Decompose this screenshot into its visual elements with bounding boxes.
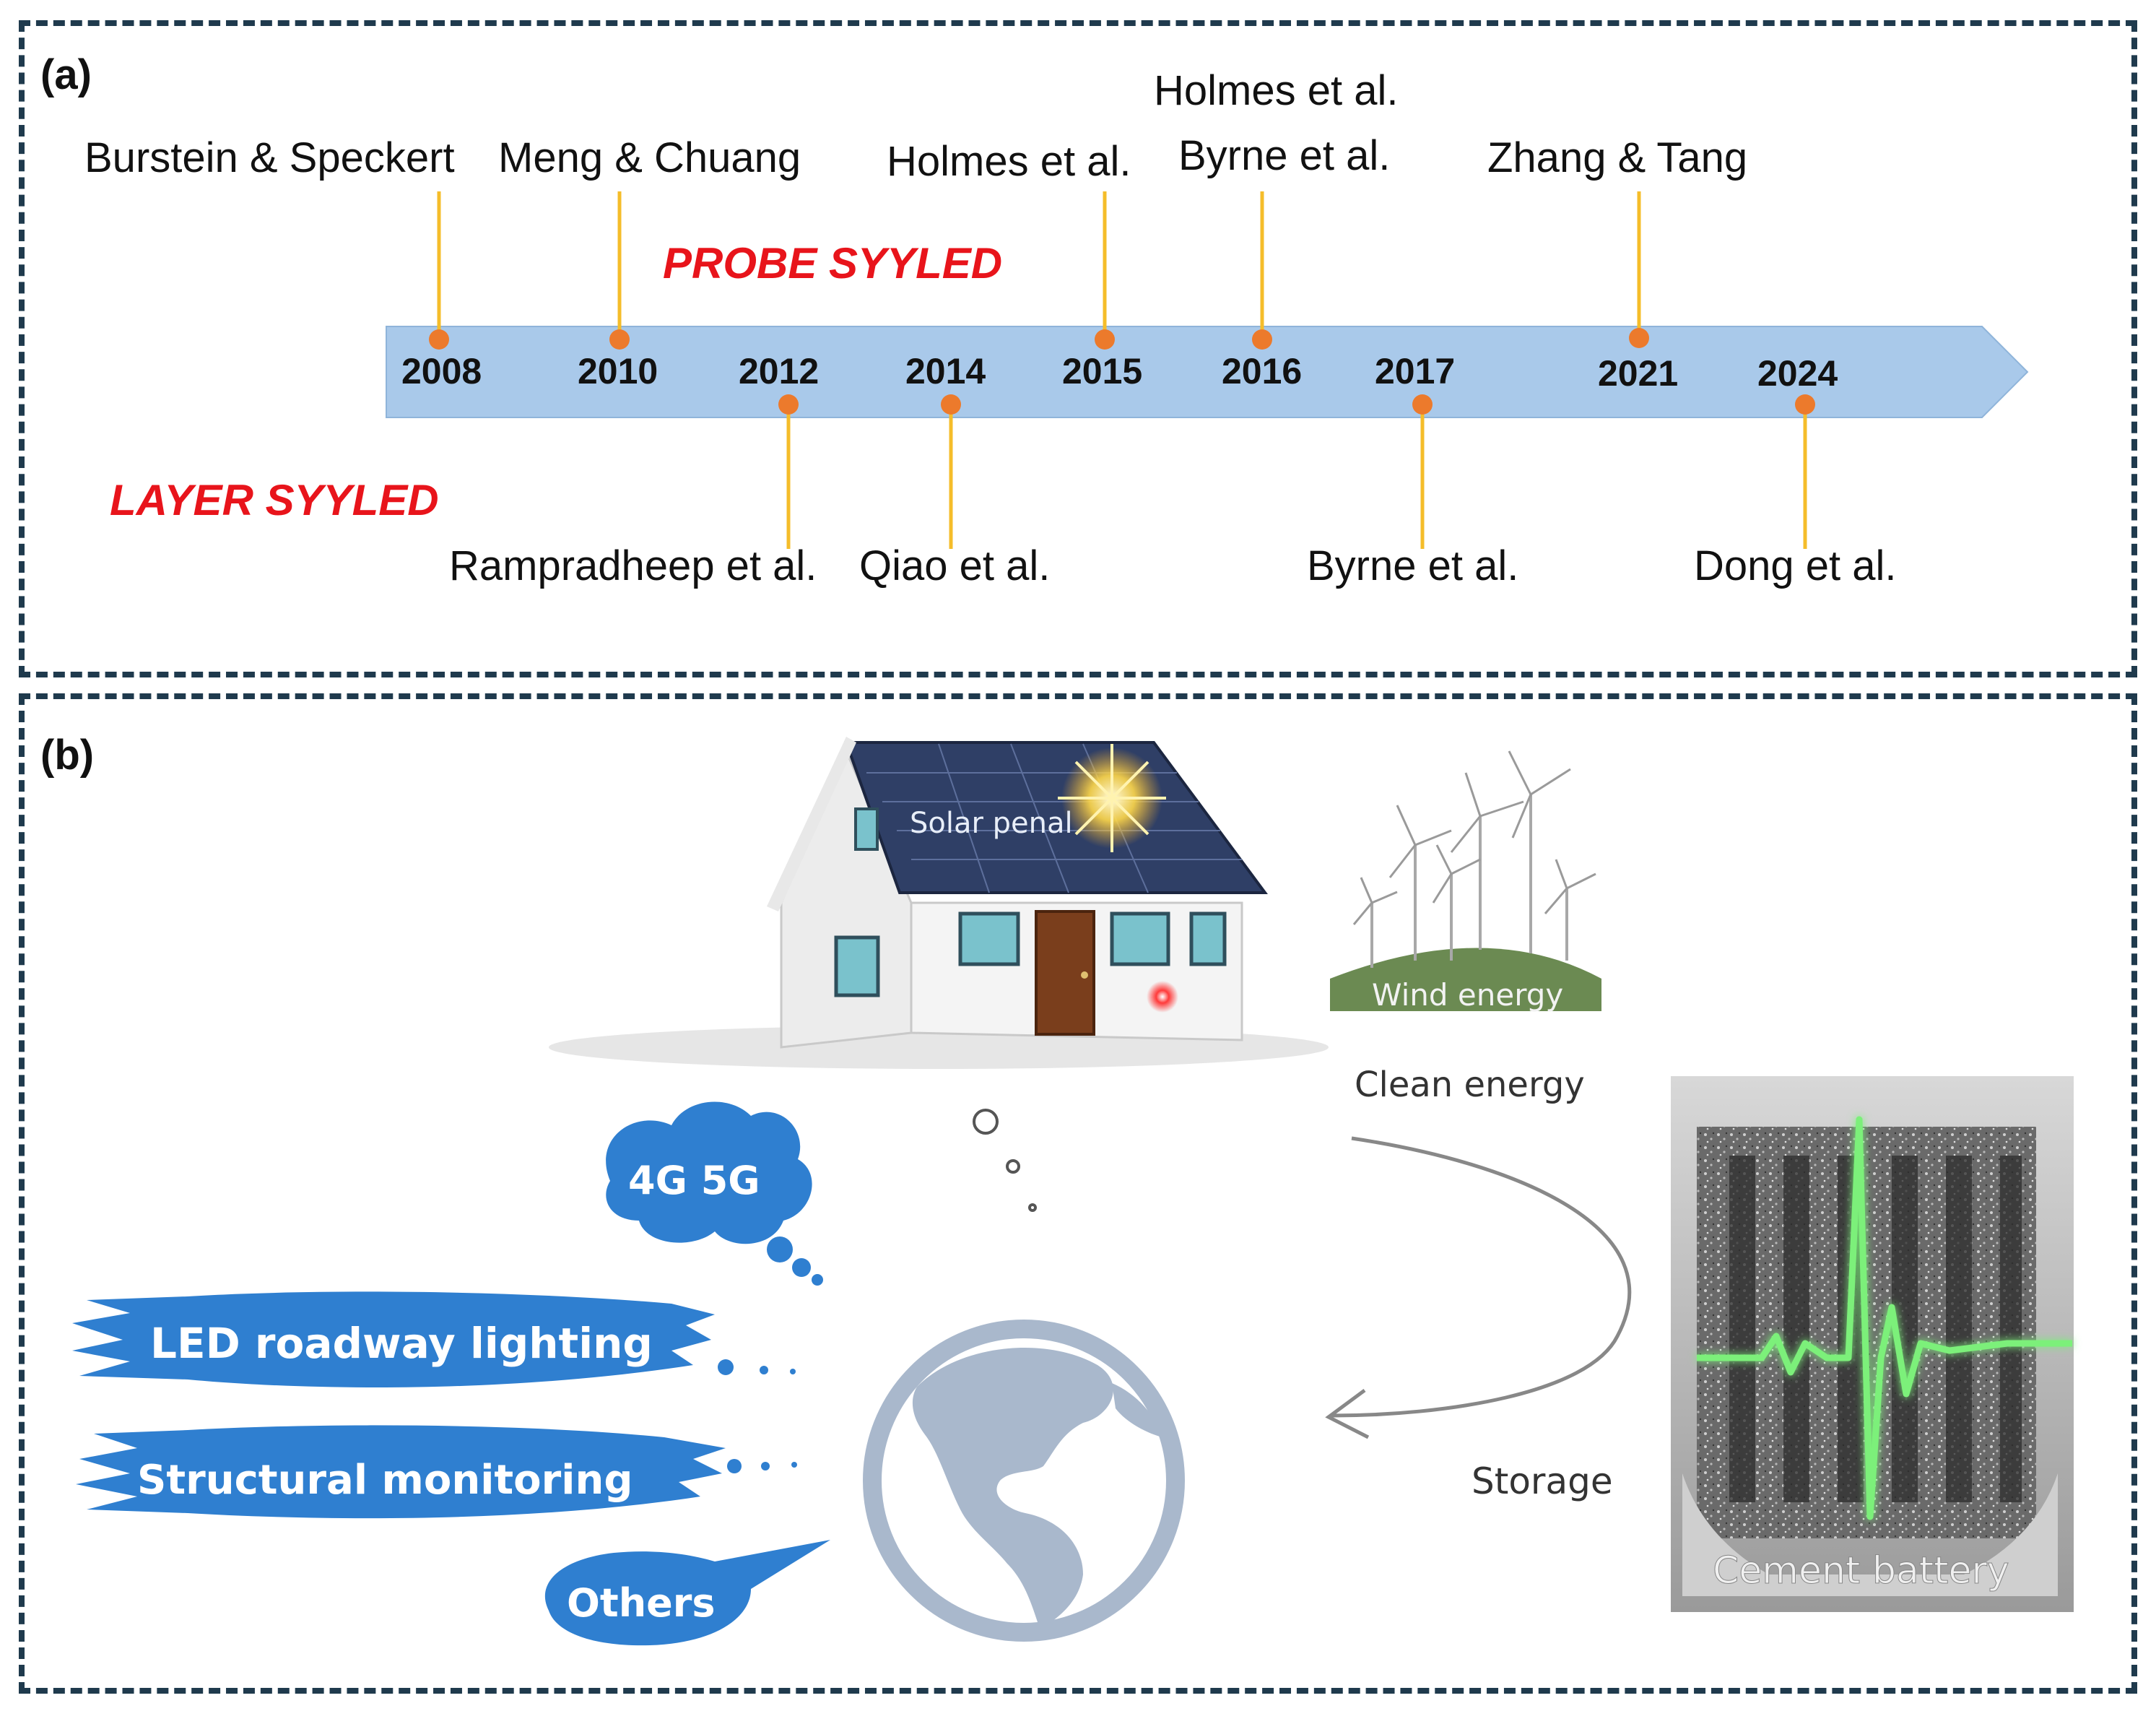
author-label: Byrne et al. [1307, 542, 1519, 589]
author-label: Holmes et al. [887, 138, 1131, 185]
dot-2008 [429, 329, 449, 350]
thought-dots [973, 1109, 1037, 1212]
flow-arrow [1331, 1136, 1632, 1418]
bubble-others-label: Others [567, 1580, 716, 1626]
timeline-graphic [386, 191, 2029, 549]
signal-waveform [1697, 1116, 2072, 1520]
author-label: Zhang & Tang [1487, 134, 1748, 181]
cement-battery-label: Cement battery [1713, 1549, 2009, 1593]
dot-2015 [1095, 329, 1115, 350]
sun-icon [1058, 744, 1166, 852]
led-indicator [1147, 981, 1178, 1013]
bubble-4g5g-label: 4G 5G [628, 1158, 760, 1203]
author-label: Holmes et al. [1154, 67, 1399, 114]
author-label: Burstein & Speckert [84, 134, 455, 181]
author-label: Meng & Chuang [498, 134, 801, 181]
wind-energy-label: Wind energy [1372, 977, 1563, 1013]
wind-turbine-icon: Wind energy [1330, 750, 1601, 1013]
year-label: 2016 [1222, 351, 1303, 391]
bubble-others [544, 1540, 830, 1646]
house-icon: Solar penal [549, 737, 1329, 1069]
dot-2016 [1252, 329, 1272, 350]
bubble-structural-monitoring-label: Structural monitoring [137, 1457, 633, 1504]
dot-2012 [778, 394, 799, 415]
dot-2024 [1795, 394, 1815, 415]
bubble-led-roadway-label: LED roadway lighting [150, 1319, 653, 1368]
timeline-arrow [386, 326, 2029, 418]
panel-b-label: (b) [40, 732, 95, 779]
panel-a-label: (a) [40, 51, 92, 98]
year-label: 2014 [905, 351, 986, 391]
year-label: 2010 [578, 351, 658, 391]
year-label: 2021 [1598, 353, 1679, 394]
dot-2010 [609, 329, 630, 350]
bubble-structural-monitoring [76, 1425, 797, 1519]
year-label: 2017 [1375, 351, 1456, 391]
probe-style-label: PROBE SYYLED [663, 239, 1003, 287]
dot-2014 [941, 394, 961, 415]
year-label: 2024 [1757, 353, 1838, 394]
storage-label: Storage [1472, 1460, 1613, 1502]
author-label: Qiao et al. [859, 542, 1051, 589]
globe-icon [863, 1320, 1185, 1642]
year-label: 2008 [401, 351, 482, 391]
bubble-4g5g [606, 1101, 823, 1286]
dot-2021 [1629, 328, 1649, 348]
dot-2017 [1412, 394, 1433, 415]
panel-a-timeline [19, 20, 2137, 677]
year-label: 2015 [1062, 351, 1143, 391]
cement-battery-image: Cement battery [1671, 1076, 2074, 1612]
clean-energy-label: Clean energy [1355, 1065, 1585, 1105]
bubble-led-roadway [72, 1291, 796, 1388]
layer-style-label: LAYER SYYLED [110, 476, 439, 524]
author-label: Rampradheep et al. [449, 542, 817, 589]
applications-graphic: Solar penal Wind energy Clean energy Sto… [72, 737, 2074, 1646]
year-label: 2012 [739, 351, 820, 391]
panel-b-applications [19, 693, 2137, 1694]
author-label: Byrne et al. [1178, 132, 1391, 179]
author-label: Dong et al. [1694, 542, 1897, 589]
solar-panel-label: Solar penal [910, 807, 1073, 840]
